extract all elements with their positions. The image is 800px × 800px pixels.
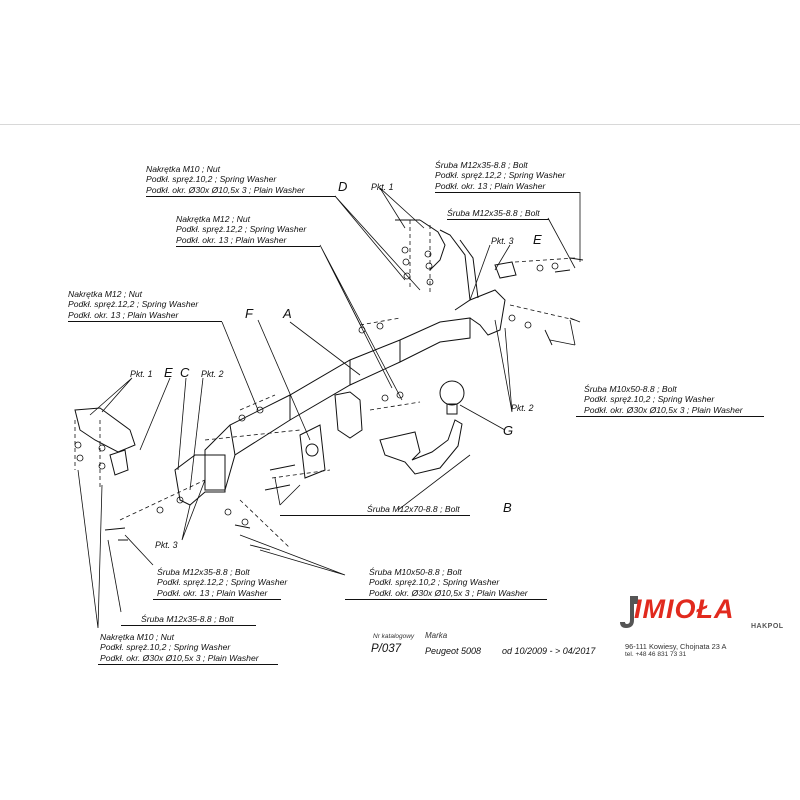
ball-neck (379, 419, 463, 475)
part-letter-a: A (283, 306, 292, 321)
part-letter-d: D (338, 179, 348, 194)
point-pkt1-left: Pkt. 1 (130, 369, 153, 379)
hook-logo-icon (620, 596, 638, 628)
tow-ball (439, 380, 465, 406)
label-m12x70-bolt: Śruba M12x70-8.8 ; Bolt (367, 504, 460, 514)
company-sub: HAKPOL (751, 623, 784, 630)
top-divider (0, 124, 800, 125)
point-pkt3-bottom: Pkt. 3 (155, 540, 178, 550)
socket-plate (299, 424, 326, 479)
label-right-bolt-single: Śruba M12x35-8.8 ; Bolt (447, 208, 540, 218)
company-address-block: 96-111 Kowiesy, Chojnata 23 A tel. +48 4… (625, 642, 727, 660)
company-phone: tel. +48 46 831 73 31 (625, 651, 687, 659)
part-letter-b: B (503, 500, 512, 515)
catalog-number-label: Nr katalogowy (373, 633, 415, 640)
label-bottom-left-single: Śruba M12x35-8.8 ; Bolt (141, 614, 234, 624)
crossbar (204, 317, 471, 491)
vehicle-years: od 10/2009 - > 04/2017 (502, 646, 596, 656)
company-name: IMIOŁA (634, 594, 735, 624)
point-pkt2-right: Pkt. 2 (511, 403, 534, 413)
point-pkt2-left: Pkt. 2 (201, 369, 224, 379)
part-letter-e-top: E (533, 232, 542, 247)
company-logo: IMIOŁA HAKPOL (616, 590, 796, 646)
point-pkt1-top: Pkt. 1 (371, 182, 394, 192)
company-address: 96-111 Kowiesy, Chojnata 23 A (625, 642, 727, 651)
left-bracket (174, 454, 226, 506)
right-bracket (454, 289, 506, 336)
vehicle-brand: Peugeot 5008 (425, 646, 482, 656)
part-letter-g: G (503, 423, 514, 438)
part-letter-e-left: E (164, 365, 173, 380)
point-pkt3-top: Pkt. 3 (491, 236, 514, 246)
part-letter-f: F (245, 306, 253, 321)
catalog-number: P/037 (371, 643, 402, 655)
brand-label: Marka (425, 631, 448, 640)
part-letter-c: C (180, 365, 190, 380)
